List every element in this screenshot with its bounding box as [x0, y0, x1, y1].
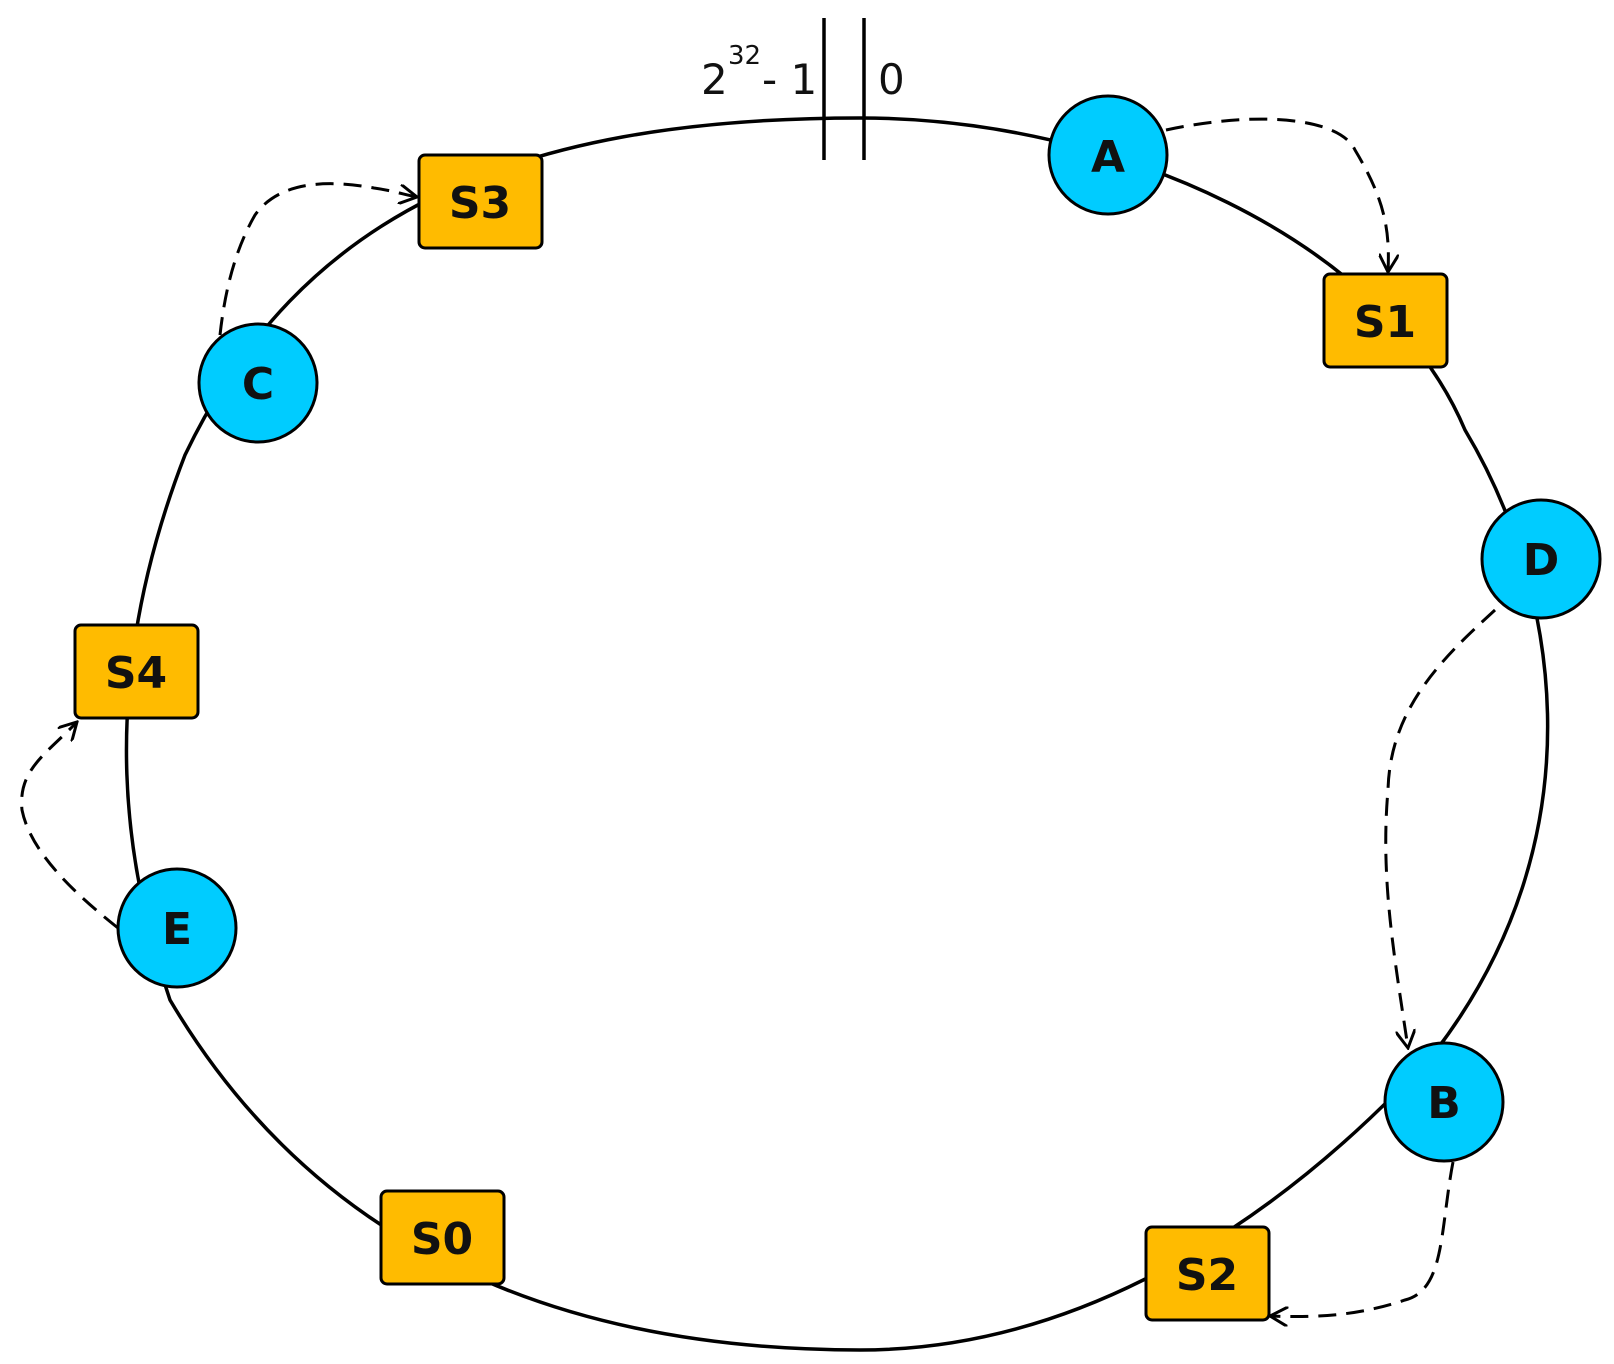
server-s3-box — [417, 153, 544, 250]
client-d-label: D — [1523, 535, 1560, 586]
server-s1: S1 — [1322, 272, 1449, 369]
client-d-circle — [1480, 498, 1602, 620]
server-s4-label: S4 — [105, 648, 167, 699]
client-e: E — [116, 867, 238, 989]
pointer-a-to-s1 — [1165, 117, 1388, 272]
client-c: C — [197, 322, 319, 444]
pointer-e-to-s4 — [20, 722, 119, 930]
server-s2: S2 — [1144, 1225, 1271, 1322]
client-c-label: C — [242, 359, 274, 410]
pointer-b-to-s2 — [1270, 1161, 1455, 1317]
max-hash-suffix: - 1 — [762, 55, 817, 104]
client-a-circle — [1047, 94, 1169, 216]
server-s0-box — [379, 1189, 506, 1286]
hash-ring — [124, 116, 1550, 1352]
client-a-label: A — [1091, 132, 1125, 183]
client-b-circle — [1383, 1041, 1505, 1163]
client-b: B — [1383, 1041, 1505, 1163]
client-d: D — [1480, 498, 1602, 620]
client-e-label: E — [162, 904, 192, 955]
pointer-c-to-s3 — [218, 182, 417, 336]
server-s4: S4 — [73, 623, 200, 720]
client-b-label: B — [1427, 1078, 1461, 1129]
pointer-d-to-b — [1384, 608, 1497, 1048]
server-s0-label: S0 — [411, 1214, 473, 1265]
client-a: A — [1047, 94, 1169, 216]
server-s1-box — [1322, 272, 1449, 369]
client-c-circle — [197, 322, 319, 444]
server-s0: S0 — [379, 1189, 506, 1286]
server-s3: S3 — [417, 153, 544, 250]
max-hash-base: 2 — [701, 55, 728, 104]
server-s1-label: S1 — [1354, 297, 1416, 348]
client-e-circle — [116, 867, 238, 989]
max-hash-exponent: 32 — [728, 41, 761, 71]
server-s4-box — [73, 623, 200, 720]
server-s2-box — [1144, 1225, 1271, 1322]
server-s3-label: S3 — [449, 178, 511, 229]
server-s2-label: S2 — [1176, 1250, 1238, 1301]
zero-label: 0 — [878, 55, 905, 104]
